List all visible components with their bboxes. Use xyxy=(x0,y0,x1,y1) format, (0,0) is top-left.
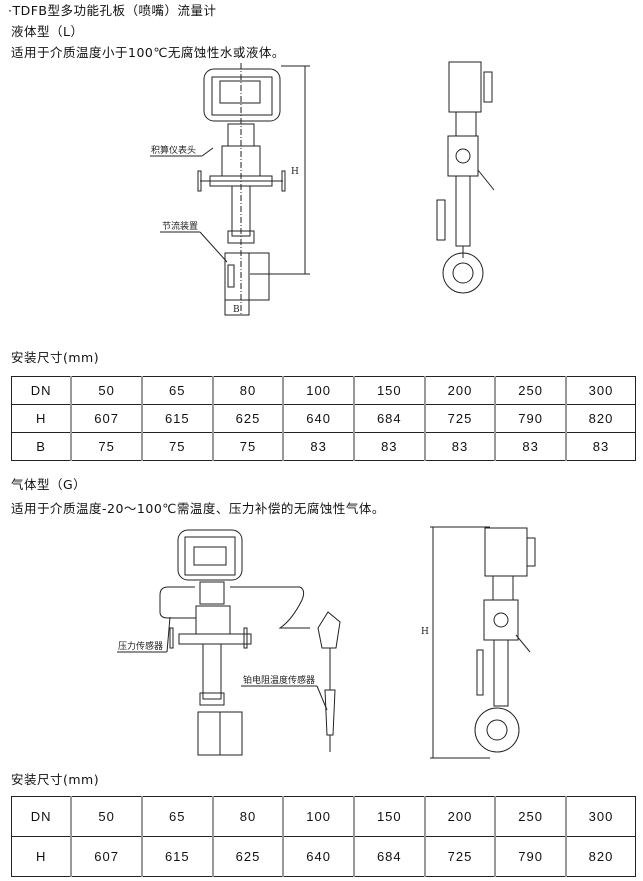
table-cell: 250 xyxy=(494,376,567,405)
table-cell: 83 xyxy=(564,432,636,461)
table-cell: 615 xyxy=(140,404,214,433)
table-cell: 790 xyxy=(494,836,567,877)
table-cell: 75 xyxy=(70,432,143,461)
gas-table-title: 安装尺寸(mm) xyxy=(11,772,100,787)
table-cell: 150 xyxy=(352,376,426,405)
table-cell: 625 xyxy=(211,836,284,877)
table-cell: 640 xyxy=(282,836,355,877)
liquid-description: 适用于介质温度小于100℃无腐蚀性水或液体。 xyxy=(11,45,285,60)
table-cell: 820 xyxy=(564,836,636,877)
label-head: 积算仪表头 xyxy=(151,144,196,156)
table-cell: 65 xyxy=(140,796,214,837)
table-cell: 150 xyxy=(352,796,426,837)
table-cell: 684 xyxy=(352,404,426,433)
liquid-heading: 液体型（L） xyxy=(11,24,84,39)
table-cell: 820 xyxy=(564,404,636,433)
table-cell: 790 xyxy=(494,404,567,433)
label-b: B xyxy=(233,305,240,315)
gas-heading: 气体型（G） xyxy=(11,477,87,492)
liquid-side-drawing xyxy=(436,61,495,294)
table-cell: 83 xyxy=(423,432,496,461)
table-cell: 640 xyxy=(282,404,355,433)
row-header-cell: H xyxy=(11,836,72,877)
row-header-cell: DN xyxy=(11,796,72,837)
page-title: ·TDFB型多功能孔板（喷嘴）流量计 xyxy=(8,3,217,18)
table-cell: 75 xyxy=(211,432,284,461)
liquid-front-drawing xyxy=(150,63,310,316)
table-cell: 80 xyxy=(211,796,284,837)
label-h: H xyxy=(291,167,299,177)
table-cell: 607 xyxy=(70,836,143,877)
gas-description: 适用于介质温度-20～100℃需温度、压力补偿的无腐蚀性气体。 xyxy=(11,501,385,516)
table-cell: 50 xyxy=(70,376,143,405)
table-cell: 725 xyxy=(423,836,496,877)
label-pressure: 压力传感器 xyxy=(118,640,163,652)
gas-front-drawing xyxy=(117,529,341,756)
table-cell: 615 xyxy=(140,836,214,877)
table-cell: 250 xyxy=(494,796,567,837)
table-cell: 300 xyxy=(564,376,636,405)
table-cell: 80 xyxy=(211,376,284,405)
table-cell: 607 xyxy=(70,404,143,433)
row-header-cell: H xyxy=(11,404,72,433)
table-cell: 100 xyxy=(282,796,355,837)
table-cell: 83 xyxy=(282,432,355,461)
table-cell: 200 xyxy=(423,796,496,837)
row-header-cell: B xyxy=(11,432,72,461)
table-cell: 83 xyxy=(494,432,567,461)
table-cell: 725 xyxy=(423,404,496,433)
table-cell: 83 xyxy=(352,432,426,461)
row-header-cell: DN xyxy=(11,376,72,405)
table-cell: 684 xyxy=(352,836,426,877)
liquid-table-title: 安装尺寸(mm) xyxy=(11,350,100,365)
table-cell: 65 xyxy=(140,376,214,405)
table-cell: 300 xyxy=(564,796,636,837)
label-gas-h: H xyxy=(421,627,429,637)
table-cell: 200 xyxy=(423,376,496,405)
gas-side-drawing xyxy=(430,526,536,759)
table-cell: 50 xyxy=(70,796,143,837)
label-temp: 铂电阻温度传感器 xyxy=(243,674,315,686)
table-cell: 75 xyxy=(140,432,214,461)
label-throttle: 节流装置 xyxy=(162,220,198,232)
table-cell: 100 xyxy=(282,376,355,405)
table-cell: 625 xyxy=(211,404,284,433)
